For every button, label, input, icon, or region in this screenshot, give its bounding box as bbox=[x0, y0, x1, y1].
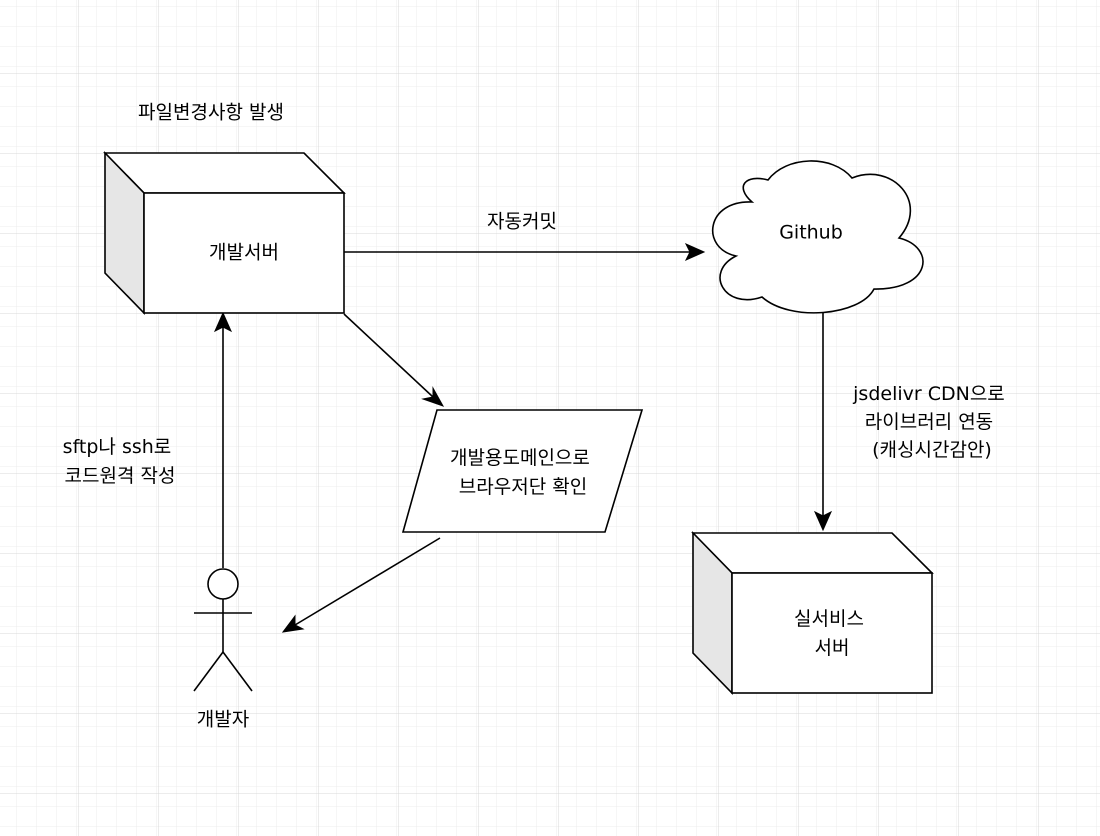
live-server-line-2: 서버 bbox=[815, 637, 850, 659]
developer-label: 개발자 bbox=[197, 709, 249, 731]
edge-jsdelivr-line-2: 라이브러리 연동 bbox=[865, 411, 993, 433]
live-server-top-face bbox=[691, 532, 934, 574]
edge-remote-coding-line-1: sftp나 ssh로 bbox=[63, 436, 172, 458]
edge-remote-coding-line-2: 코드원격 작성 bbox=[65, 465, 176, 487]
edge-domain-to-developer-line bbox=[294, 537, 441, 626]
edge-remote-coding[interactable] bbox=[213, 311, 233, 568]
github-label: Github bbox=[779, 222, 843, 244]
edge-domain-to-developer[interactable] bbox=[281, 537, 441, 633]
node-github[interactable]: Github bbox=[711, 160, 924, 314]
developer-left-leg bbox=[193, 651, 224, 692]
edge-auto-commit-label: 자동커밋 bbox=[487, 211, 557, 233]
live-server-line-1: 실서비스 bbox=[794, 608, 864, 630]
dev-domain-check-label: 개발용도메인으로 브라우저단 확인 bbox=[450, 447, 596, 498]
developer-head-icon bbox=[207, 568, 239, 600]
edge-remote-coding-label: sftp나 ssh로 코드원격 작성 bbox=[63, 436, 178, 487]
dev-domain-check-line-2: 브라우저단 확인 bbox=[459, 476, 587, 498]
edge-server-to-domain[interactable] bbox=[343, 313, 445, 407]
edge-domain-to-developer-arrowhead bbox=[281, 614, 305, 633]
edge-jsdelivr-line-1: jsdelivr CDN으로 bbox=[852, 383, 1005, 405]
node-dev-server[interactable]: 개발서버 bbox=[103, 151, 346, 315]
edge-jsdelivr[interactable] bbox=[813, 306, 833, 532]
edge-jsdelivr-arrowhead bbox=[813, 510, 833, 532]
node-dev-domain-check[interactable]: 개발용도메인으로 브라우저단 확인 bbox=[401, 409, 644, 533]
edge-jsdelivr-line-3: (캐싱시간감안) bbox=[872, 439, 992, 461]
edge-server-to-domain-line bbox=[343, 313, 434, 398]
edge-auto-commit-arrowhead bbox=[684, 242, 706, 262]
edge-auto-commit[interactable] bbox=[344, 242, 706, 262]
edge-jsdelivr-label: jsdelivr CDN으로 라이브러리 연동 (캐싱시간감안) bbox=[852, 383, 1011, 461]
live-server-front-face bbox=[731, 572, 933, 694]
node-developer[interactable]: 개발자 bbox=[193, 568, 253, 731]
node-live-server[interactable]: 실서비스 서버 bbox=[691, 531, 934, 695]
dev-server-front-face bbox=[143, 192, 345, 314]
developer-right-leg bbox=[222, 651, 253, 692]
dev-domain-check-line-1: 개발용도메인으로 bbox=[450, 447, 590, 469]
title-note-label: 파일변경사항 발생 bbox=[138, 102, 284, 124]
live-server-label: 실서비스 서버 bbox=[794, 608, 870, 659]
dev-server-label: 개발서버 bbox=[209, 242, 279, 264]
dev-server-top-face bbox=[103, 152, 346, 194]
github-cloud-shape bbox=[711, 160, 924, 314]
dev-domain-check-shape bbox=[401, 409, 644, 533]
edge-server-to-domain-arrowhead bbox=[421, 386, 445, 407]
edge-remote-coding-arrowhead bbox=[213, 311, 233, 333]
